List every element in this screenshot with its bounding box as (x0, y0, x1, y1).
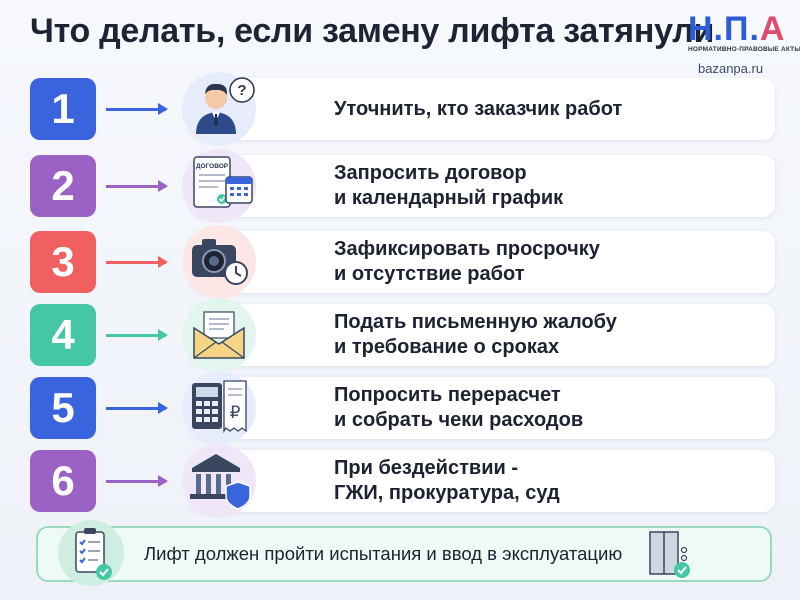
step-6: 6 При бездействии - ГЖИ, прокуратура, су… (30, 444, 775, 518)
logo-mark-part2: А (759, 10, 786, 48)
courthouse-shield-icon (182, 444, 256, 518)
arrow-right-icon (106, 103, 168, 115)
step-card (190, 231, 775, 293)
page-title: Что делать, если замену лифта затянули (30, 12, 715, 50)
step-text-line2: и календарный график (334, 187, 564, 209)
step-number: 1 (30, 78, 96, 140)
step-2: 2 ДОГОВОР Запросить договор и календарны… (30, 149, 775, 223)
logo-url: bazanpa.ru (698, 61, 764, 76)
arrow-right-icon (106, 402, 168, 414)
step-text: При бездействии - ГЖИ, прокуратура, суд (334, 450, 560, 512)
step-card (190, 450, 775, 512)
step-text-line2: и собрать чеки расходов (334, 409, 584, 431)
step-4: 4 Подать письменную жалобу и требование … (30, 298, 775, 372)
footer-note: Лифт должен пройти испытания и ввод в эк… (36, 520, 772, 586)
step-card (190, 155, 775, 217)
step-text-line1: Зафиксировать просрочку (334, 238, 600, 260)
step-number: 3 (30, 231, 96, 293)
step-text-line2: ГЖИ, прокуратура, суд (334, 482, 560, 504)
camera-clock-icon (182, 225, 256, 299)
logo: Н.П.А НОРМАТИВНО-ПРАВОВЫЕ АКТЫ bazanpa.r… (688, 12, 800, 76)
step-3: 3 Зафиксировать просрочку и отсутствие р… (30, 225, 775, 299)
footer-text: Лифт должен пройти испытания и ввод в эк… (144, 543, 623, 564)
step-text-line2: и требование о сроках (334, 336, 560, 358)
step-number: 2 (30, 155, 96, 217)
logo-mark: Н.П.А (688, 12, 784, 46)
step-number: 6 (30, 450, 96, 512)
step-text: Зафиксировать просрочку и отсутствие раб… (334, 231, 600, 293)
step-text-line1: Запросить договор (334, 162, 527, 184)
svg-text:?: ? (237, 82, 246, 99)
step-1: 1 ? Уточнить, кто заказчик работ (30, 72, 775, 146)
step-text-line1: При бездействии - (334, 457, 518, 479)
arrow-right-icon (106, 475, 168, 487)
envelope-icon (182, 298, 256, 372)
logo-mark-part1: Н.П. (688, 10, 760, 48)
step-text: Подать письменную жалобу и требование о … (334, 304, 617, 366)
elevator-check-icon (646, 528, 700, 582)
step-text-line1: Попросить перерасчет (334, 384, 561, 406)
step-card (190, 304, 775, 366)
step-text-line1: Уточнить, кто заказчик работ (334, 97, 623, 120)
currency-symbol: ₽ (230, 403, 241, 423)
checklist-icon (56, 518, 126, 588)
contract-calendar-icon: ДОГОВОР (182, 149, 256, 223)
step-text: Запросить договор и календарный график (334, 155, 563, 217)
step-text: Уточнить, кто заказчик работ (334, 78, 622, 140)
arrow-right-icon (106, 256, 168, 268)
step-5: 5 ₽ Попросить перерасчет и собрать чеки … (30, 371, 775, 445)
calculator-receipt-icon: ₽ (182, 371, 256, 445)
step-text-line1: Подать письменную жалобу (334, 311, 617, 333)
step-text-line2: и отсутствие работ (334, 263, 525, 285)
step-card (190, 78, 775, 140)
person-question-icon: ? (182, 72, 256, 146)
arrow-right-icon (106, 180, 168, 192)
contract-label: ДОГОВОР (196, 163, 229, 170)
logo-subtitle: НОРМАТИВНО-ПРАВОВЫЕ АКТЫ (688, 46, 800, 53)
step-number: 5 (30, 377, 96, 439)
arrow-right-icon (106, 329, 168, 341)
step-number: 4 (30, 304, 96, 366)
step-text: Попросить перерасчет и собрать чеки расх… (334, 377, 583, 439)
step-card (190, 377, 775, 439)
